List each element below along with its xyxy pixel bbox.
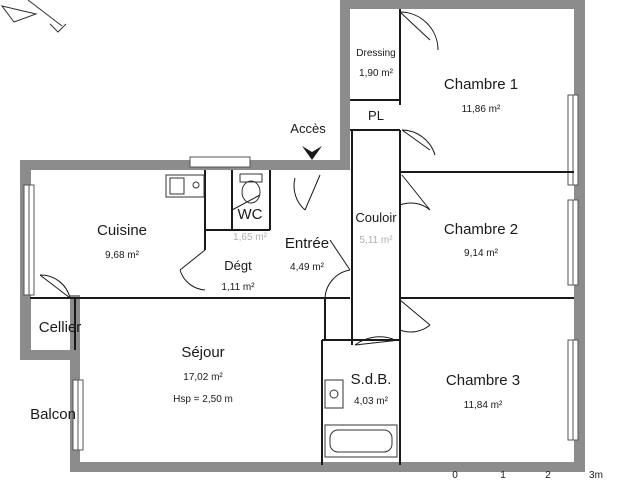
degt-area: 1,11 m² (221, 282, 255, 293)
dressing-label: Dressing (356, 48, 395, 59)
entree-area: 4,49 m² (290, 262, 325, 273)
chambre1-label: Chambre 1 (444, 76, 518, 93)
chambre2-area: 9,14 m² (464, 248, 499, 259)
chambre3-label: Chambre 3 (446, 372, 520, 389)
north-arrow-icon (0, 0, 67, 33)
sdb-area: 4,03 m² (354, 396, 389, 407)
sejour-area: 17,02 m² (183, 372, 223, 383)
cuisine-area: 9,68 m² (105, 250, 140, 261)
scale-tick-2: 2 (545, 470, 551, 480)
cellier-label: Cellier (39, 319, 82, 336)
degt-label: Dégt (224, 258, 252, 273)
sejour-hsp: Hsp = 2,50 m (173, 394, 233, 405)
couloir-area: 5,11 m² (359, 235, 393, 246)
couloir-label: Couloir (355, 210, 397, 225)
interior-walls (30, 9, 574, 465)
kitchen-sink-icon (165, 174, 205, 198)
scale-tick-1: 1 (500, 470, 506, 480)
balcon-label: Balcon (30, 406, 76, 423)
windows (23, 94, 579, 451)
wc-label: WC (238, 206, 263, 223)
scale-tick-0: 0 (452, 470, 458, 480)
scale-bar: 0 1 2 3m (452, 470, 603, 480)
dressing-area: 1,90 m² (359, 68, 394, 79)
chambre3-area: 11,84 m² (464, 400, 503, 411)
sejour-label: Séjour (181, 344, 224, 361)
scale-tick-3: 3m (589, 470, 603, 480)
wc-area: 1,65 m² (233, 232, 268, 243)
doors (39, 11, 439, 346)
bathtub-icon (324, 424, 398, 458)
access-arrow-icon (302, 146, 322, 160)
chambre1-area: 11,86 m² (462, 104, 501, 115)
toilet-icon (239, 173, 263, 204)
sdb-label: S.d.B. (351, 371, 392, 388)
washbasin-icon (324, 379, 344, 409)
access-label: Accès (290, 121, 326, 136)
entree-label: Entrée (285, 235, 329, 252)
pl-label: PL (368, 108, 384, 123)
chambre2-label: Chambre 2 (444, 221, 518, 238)
cuisine-label: Cuisine (97, 222, 147, 239)
